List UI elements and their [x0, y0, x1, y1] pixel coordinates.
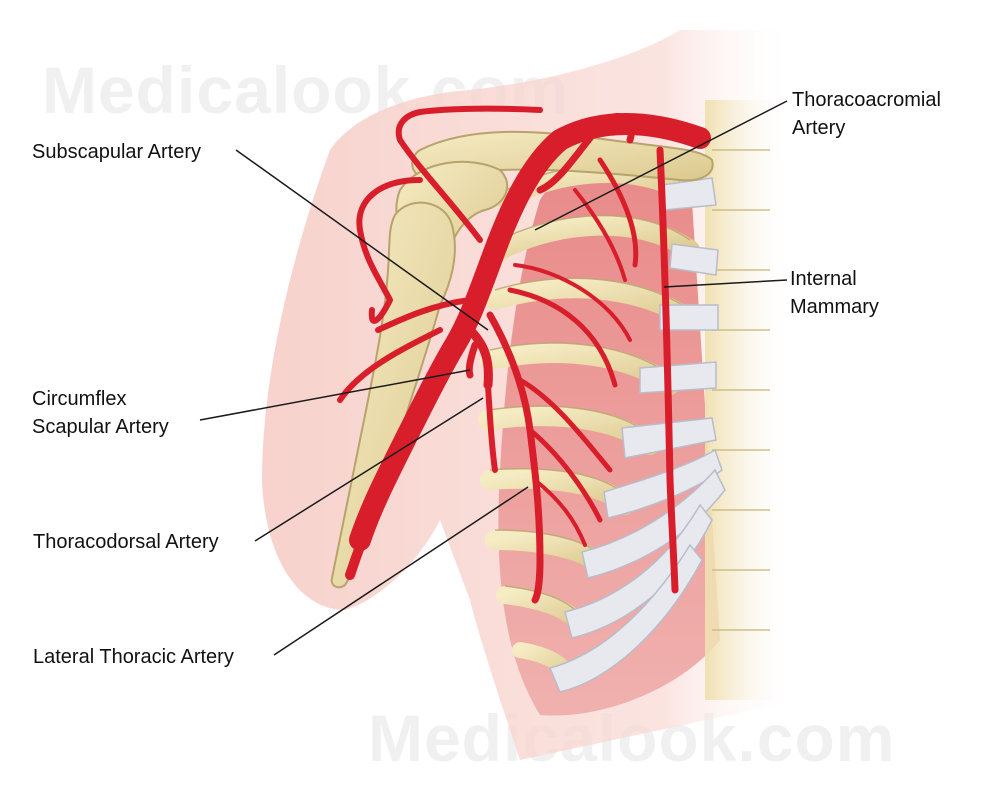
- thoracoacromial-artery: [536, 113, 635, 194]
- label-internal-mammary-line2: Mammary: [790, 296, 879, 318]
- thoracoacromial-branch-3: [573, 188, 627, 282]
- lateral-thoracic-artery: [486, 311, 544, 604]
- cartilage-7: [581, 468, 726, 579]
- leader-lines: [199, 100, 788, 656]
- label-circumflex-line2: Scapular Artery: [32, 416, 169, 438]
- circumflex-scapular-artery: [465, 341, 479, 379]
- label-thoracoacromial-line2: Artery: [792, 117, 846, 139]
- label-lateral-thoracic-artery: Lateral Thoracic Artery: [33, 646, 234, 668]
- lateral-thoracic-branch-b: [517, 377, 613, 473]
- cartilage-9: [548, 543, 703, 693]
- internal-mammary-artery: [656, 146, 679, 594]
- label-subscapular-artery: Subscapular Artery: [32, 141, 201, 163]
- thoracoacromial-branch-2: [597, 157, 639, 268]
- anterior-circumflex-branch: [337, 327, 443, 403]
- suprascapular-branch: [395, 105, 543, 243]
- thoracodorsal-artery: [485, 382, 498, 473]
- cartilage-8: [564, 503, 713, 639]
- pectoral-branch-a: [507, 287, 618, 388]
- humerus: [330, 201, 456, 589]
- label-circumflex-line1: Circumflex: [32, 388, 127, 410]
- cartilage-6: [603, 448, 723, 519]
- leader-circumflex: [199, 369, 471, 421]
- label-internal-mammary-line1: Internal: [790, 268, 857, 290]
- scapular-loop-branch: [356, 177, 423, 324]
- label-thoracodorsal-artery: Thoracodorsal Artery: [33, 531, 219, 553]
- cartilage-3: [659, 304, 719, 331]
- leader-thoracoacromial: [534, 100, 788, 231]
- leader-lateral-thoracic: [273, 486, 529, 656]
- cartilage-4: [639, 361, 717, 394]
- brachial-artery: [345, 445, 405, 580]
- subscapular-artery: [465, 325, 493, 390]
- vertebral-column: [705, 100, 785, 700]
- lateral-thoracic-branch-c: [533, 478, 587, 547]
- cartilage-2: [669, 243, 719, 276]
- leader-subscapular: [235, 149, 489, 331]
- lateral-thoracic-branch-a: [527, 427, 603, 523]
- leader-thoracodorsal: [254, 397, 484, 542]
- costal-cartilages: [548, 177, 726, 693]
- posterior-circumflex-branch: [375, 297, 473, 333]
- pectoral-branch-b: [513, 263, 632, 342]
- label-thoracoacromial-line1: Thoracoacromial: [792, 89, 941, 111]
- leader-internal-mammary: [663, 279, 788, 288]
- vertebra-lines: [712, 149, 770, 631]
